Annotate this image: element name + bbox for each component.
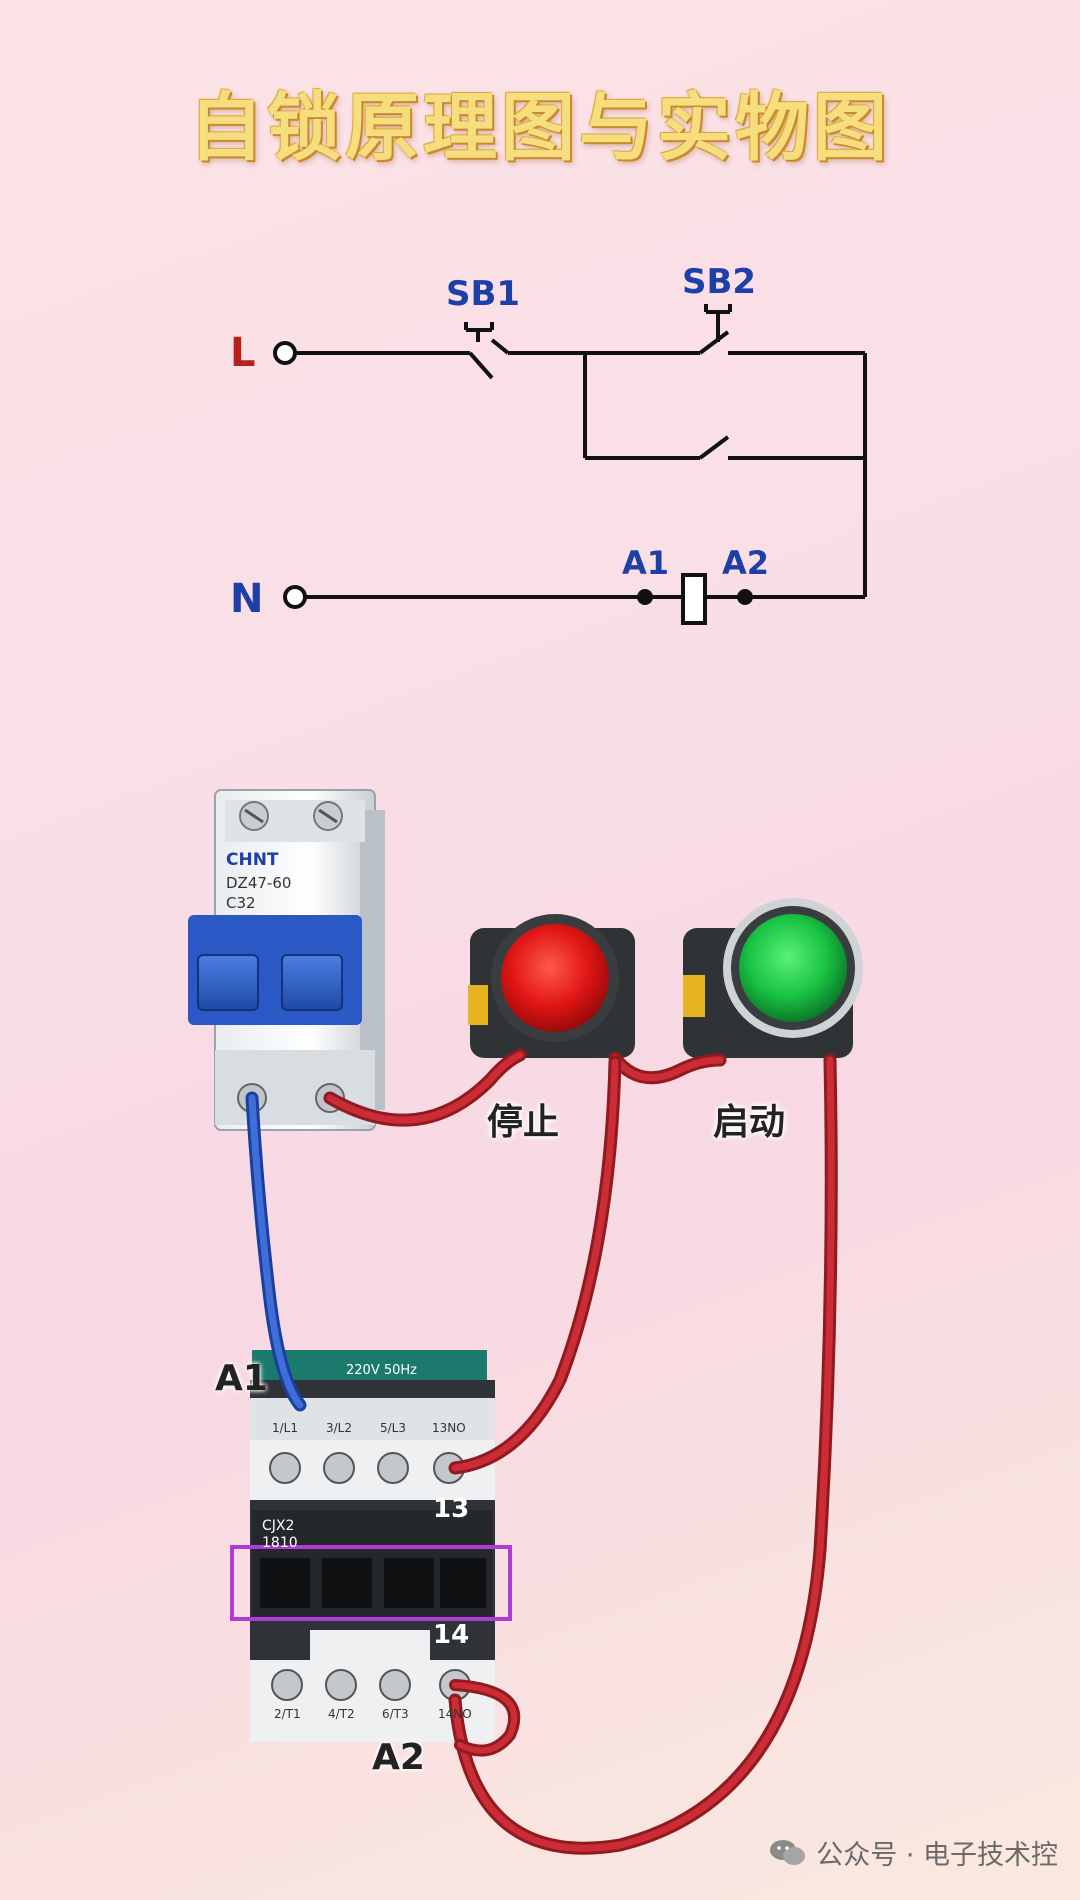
watermark: 公众号 · 电子技术控 xyxy=(768,1833,1058,1872)
terminal-bottom-4: 14NO xyxy=(438,1707,472,1721)
breaker-rating-text: C32 xyxy=(226,894,256,912)
label-contactor-a1: A1 xyxy=(215,1358,268,1399)
terminal-top-4: 13NO xyxy=(432,1421,466,1435)
label-sb1: SB1 xyxy=(446,274,521,314)
label-aux-14: 14 xyxy=(433,1620,470,1650)
contactor-voltage-text: 220V 50Hz xyxy=(346,1363,417,1378)
terminal-bottom-3: 6/T3 xyxy=(382,1707,409,1721)
wechat-icon xyxy=(770,1839,806,1865)
contactor xyxy=(230,1350,512,1742)
label-n: N xyxy=(230,576,264,622)
label-start: 启动 xyxy=(713,1102,786,1143)
aux-contact-highlight xyxy=(230,1545,512,1621)
label-l: L xyxy=(230,330,256,376)
terminal-top-2: 3/L2 xyxy=(326,1421,352,1435)
breaker-model-text: DZ47-60 xyxy=(226,874,291,892)
contactor-model-num-text: 1810 xyxy=(262,1535,298,1551)
terminal-top-3: 5/L3 xyxy=(380,1421,406,1435)
watermark-text: 公众号 · 电子技术控 xyxy=(816,1840,1058,1871)
terminal-bottom-2: 4/T2 xyxy=(328,1707,355,1721)
page-title: 自锁原理图与实物图 xyxy=(189,85,891,171)
label-sb2: SB2 xyxy=(682,262,757,302)
label-coil-a2: A2 xyxy=(722,544,770,582)
terminal-bottom-1: 2/T1 xyxy=(274,1707,301,1721)
terminal-top-1: 1/L1 xyxy=(272,1421,298,1435)
contactor-model-text: CJX2 xyxy=(262,1518,294,1534)
schematic-diagram xyxy=(273,304,867,625)
label-stop: 停止 xyxy=(487,1102,560,1143)
label-aux-13: 13 xyxy=(433,1494,470,1524)
circuit-breaker xyxy=(188,789,385,1131)
stop-button-device xyxy=(468,914,635,1058)
start-button-device xyxy=(683,898,863,1058)
label-contactor-a2: A2 xyxy=(372,1737,425,1778)
breaker-brand-text: CHNT xyxy=(226,850,279,870)
label-coil-a1: A1 xyxy=(622,544,670,582)
